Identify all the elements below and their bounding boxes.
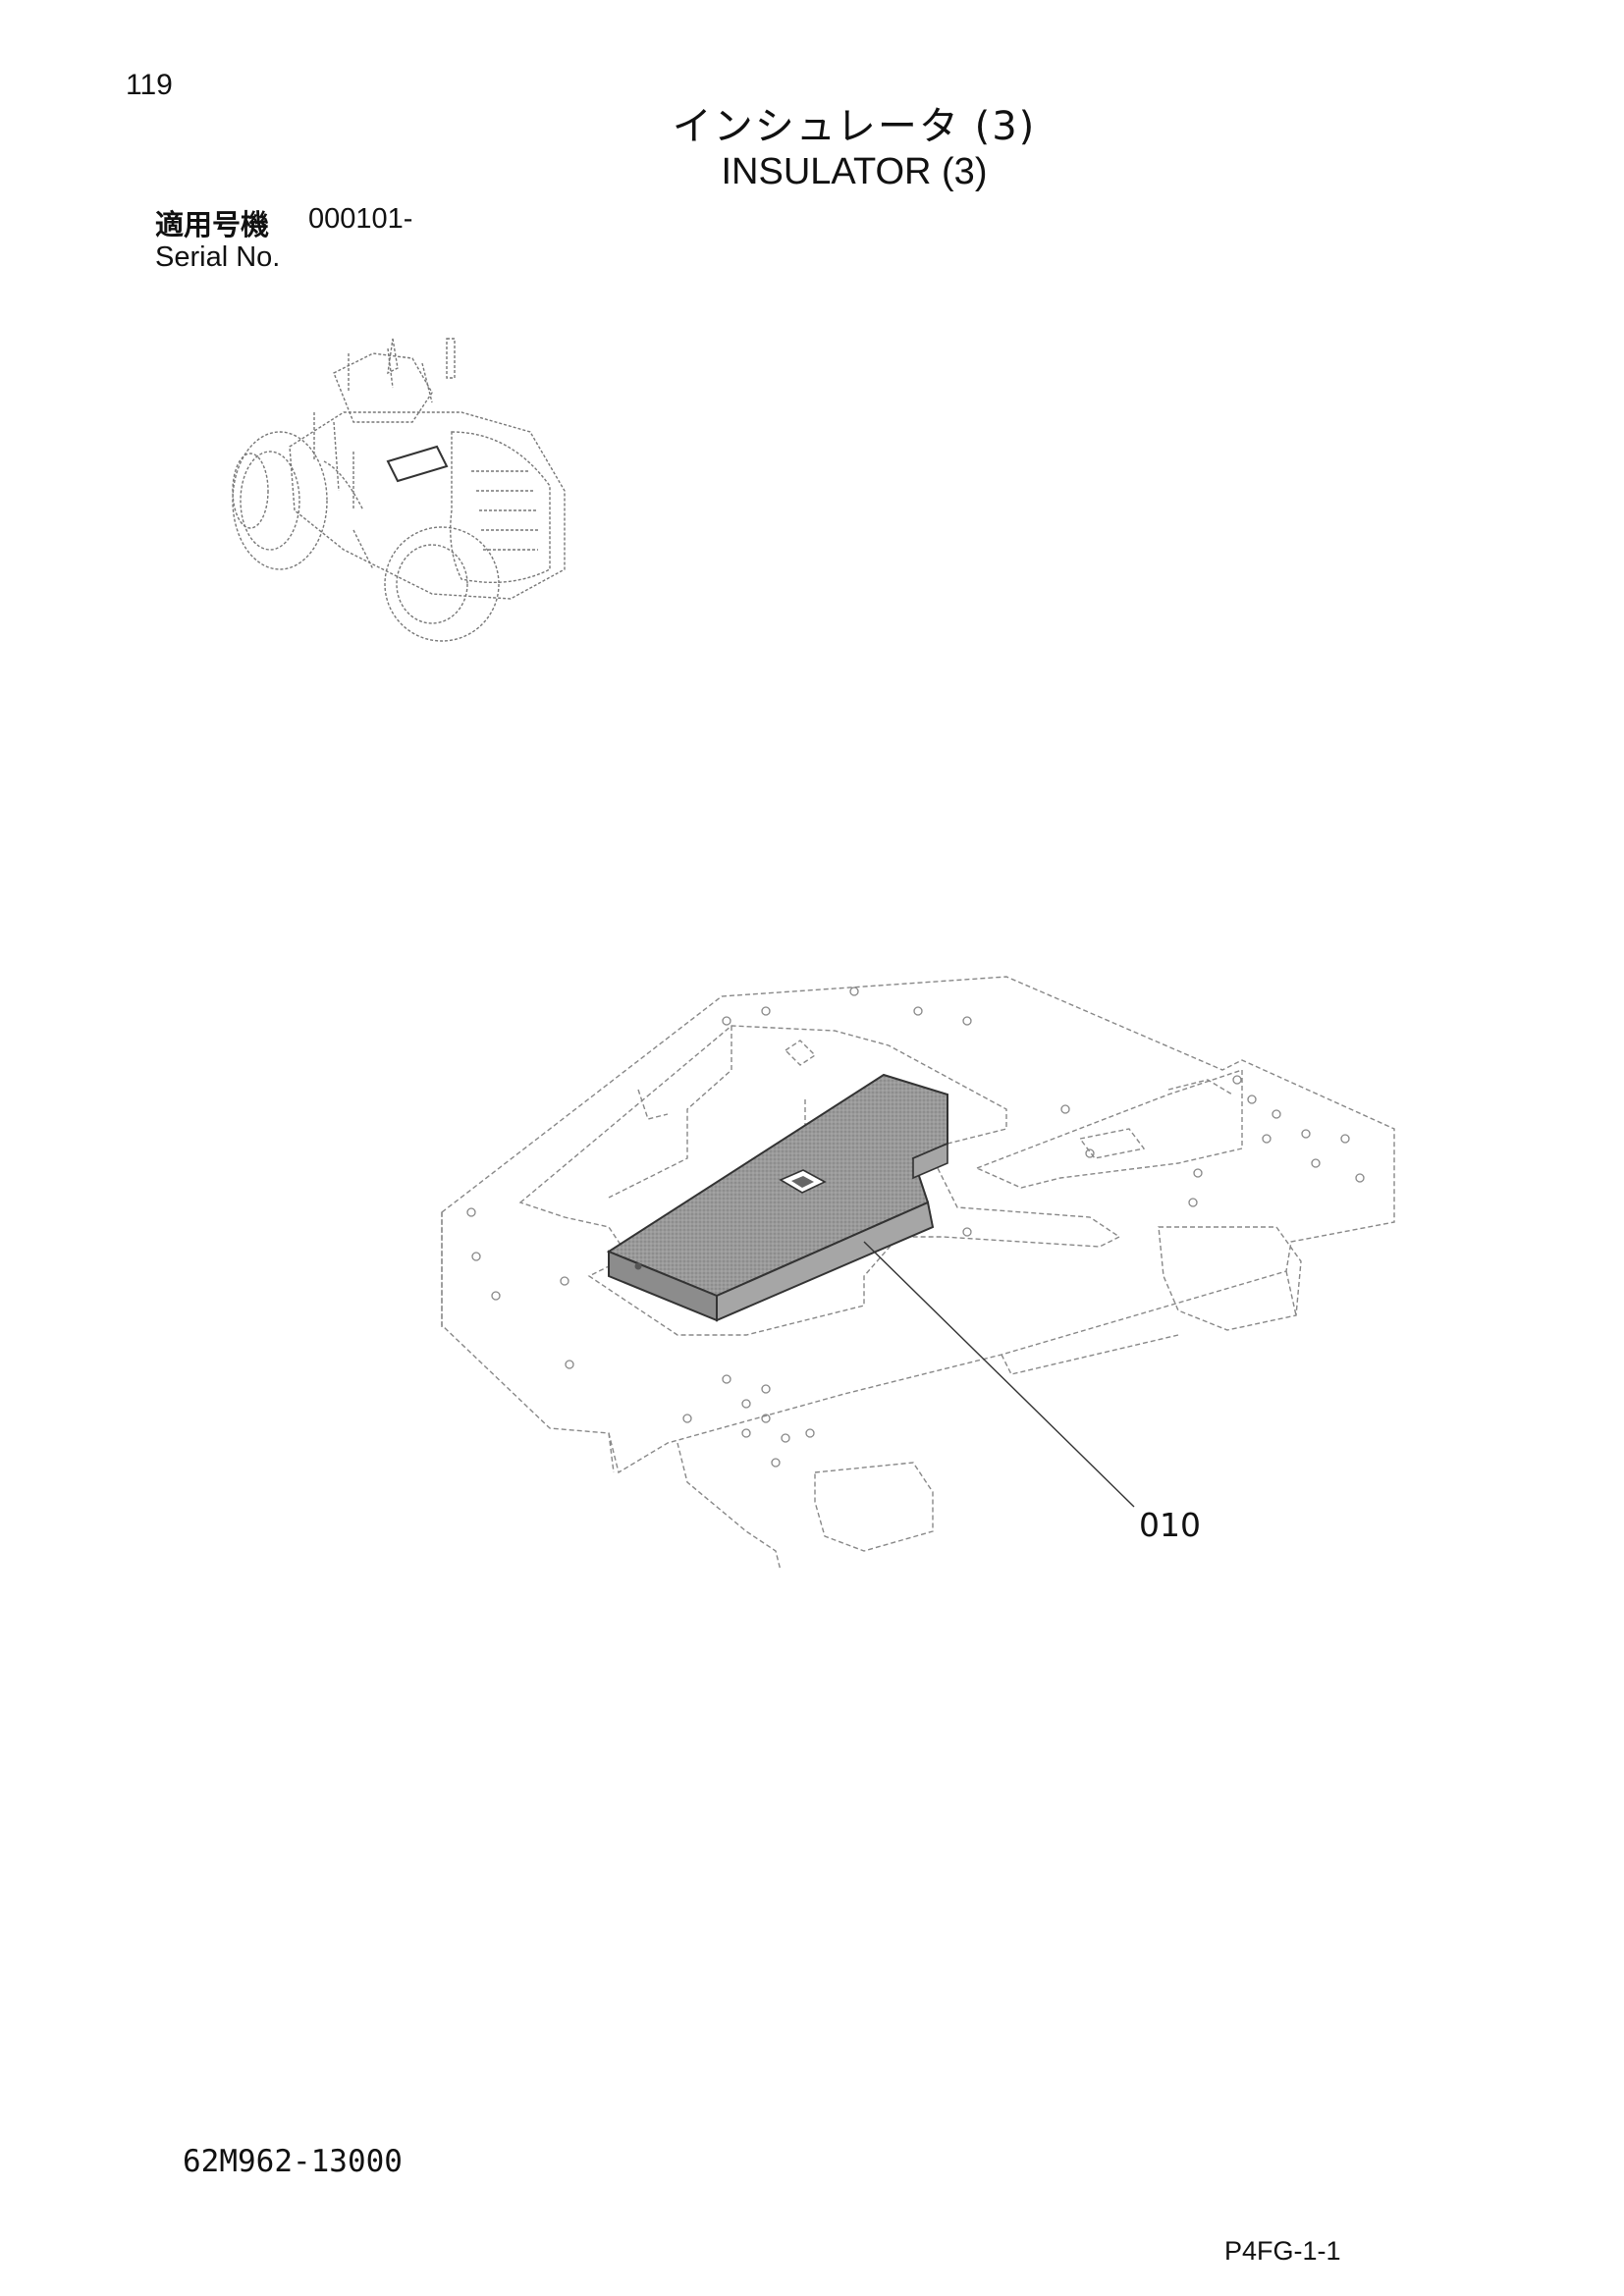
serial-label-en: Serial No. [155,241,281,273]
page-title-en: INSULATOR (3) [721,151,988,192]
serial-label-jp: 適用号機 [155,208,270,241]
insulator-location-marker [386,445,449,483]
page-number: 119 [126,69,173,101]
callout-label-010: 010 [1139,1506,1201,1544]
document-number: 62M962-13000 [183,2144,403,2179]
front-mount-block [814,1462,934,1552]
insulator-part-010 [606,1073,948,1322]
serial-value: 000101- [308,203,413,235]
front-wheel-shape [384,526,500,642]
rear-mount-block [1158,1226,1302,1331]
callout-leader-line [863,1241,1135,1508]
page-title-jp: インシュレータ (3) [672,104,1037,149]
page-code: P4FG-1-1 [1224,2236,1341,2266]
machine-body-shape [289,411,566,600]
